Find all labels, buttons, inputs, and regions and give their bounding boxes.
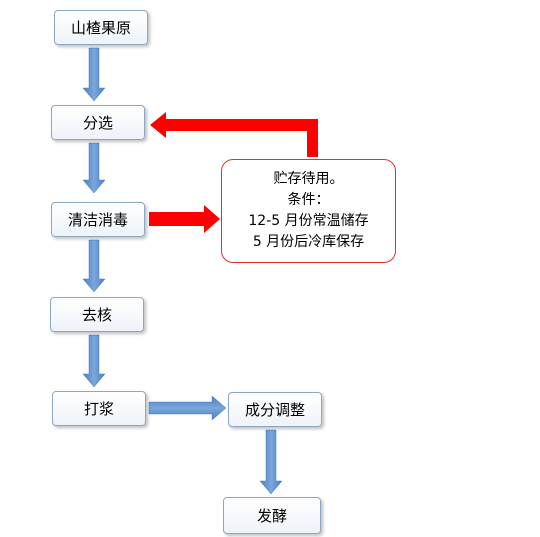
step-sorting: 分选 [51,105,145,140]
arrow-pulping-to-adjusting [148,395,227,421]
step-sorting-label: 分选 [82,114,113,132]
arrow-adjusting-to-fermenting [259,429,283,495]
arrow-raw-to-sorting [82,47,106,102]
storage-note-line-3: 12-5 月份常温储存 [248,213,369,229]
arrow-storage-to-sorting [150,112,318,157]
step-pulping-label: 打浆 [83,400,114,418]
step-fermenting-label: 发酵 [256,507,287,525]
step-cleaning: 清洁消毒 [51,202,145,237]
storage-note-line-1: 贮存待用。 [273,171,344,187]
step-hawthorn-raw-label: 山楂果原 [70,19,131,37]
step-adjusting-label: 成分调整 [244,401,305,419]
step-pitting: 去核 [50,297,144,332]
step-hawthorn-raw: 山楂果原 [54,10,148,45]
storage-conditions-note: 贮存待用。 条件： 12-5 月份常温储存 5 月份后冷库保存 [221,159,396,263]
arrow-pitting-to-pulping [82,334,106,388]
step-pulping: 打浆 [52,391,146,426]
arrow-sorting-to-cleaning [82,142,106,194]
step-pitting-label: 去核 [81,306,112,324]
storage-note-line-4: 5 月份后冷库保存 [252,234,365,250]
step-cleaning-label: 清洁消毒 [67,211,128,229]
arrow-cleaning-to-storage [149,205,220,233]
step-adjusting: 成分调整 [228,392,322,427]
step-fermenting: 发酵 [223,497,321,534]
storage-note-line-2: 条件： [287,192,330,208]
arrow-cleaning-to-pitting [82,239,106,293]
